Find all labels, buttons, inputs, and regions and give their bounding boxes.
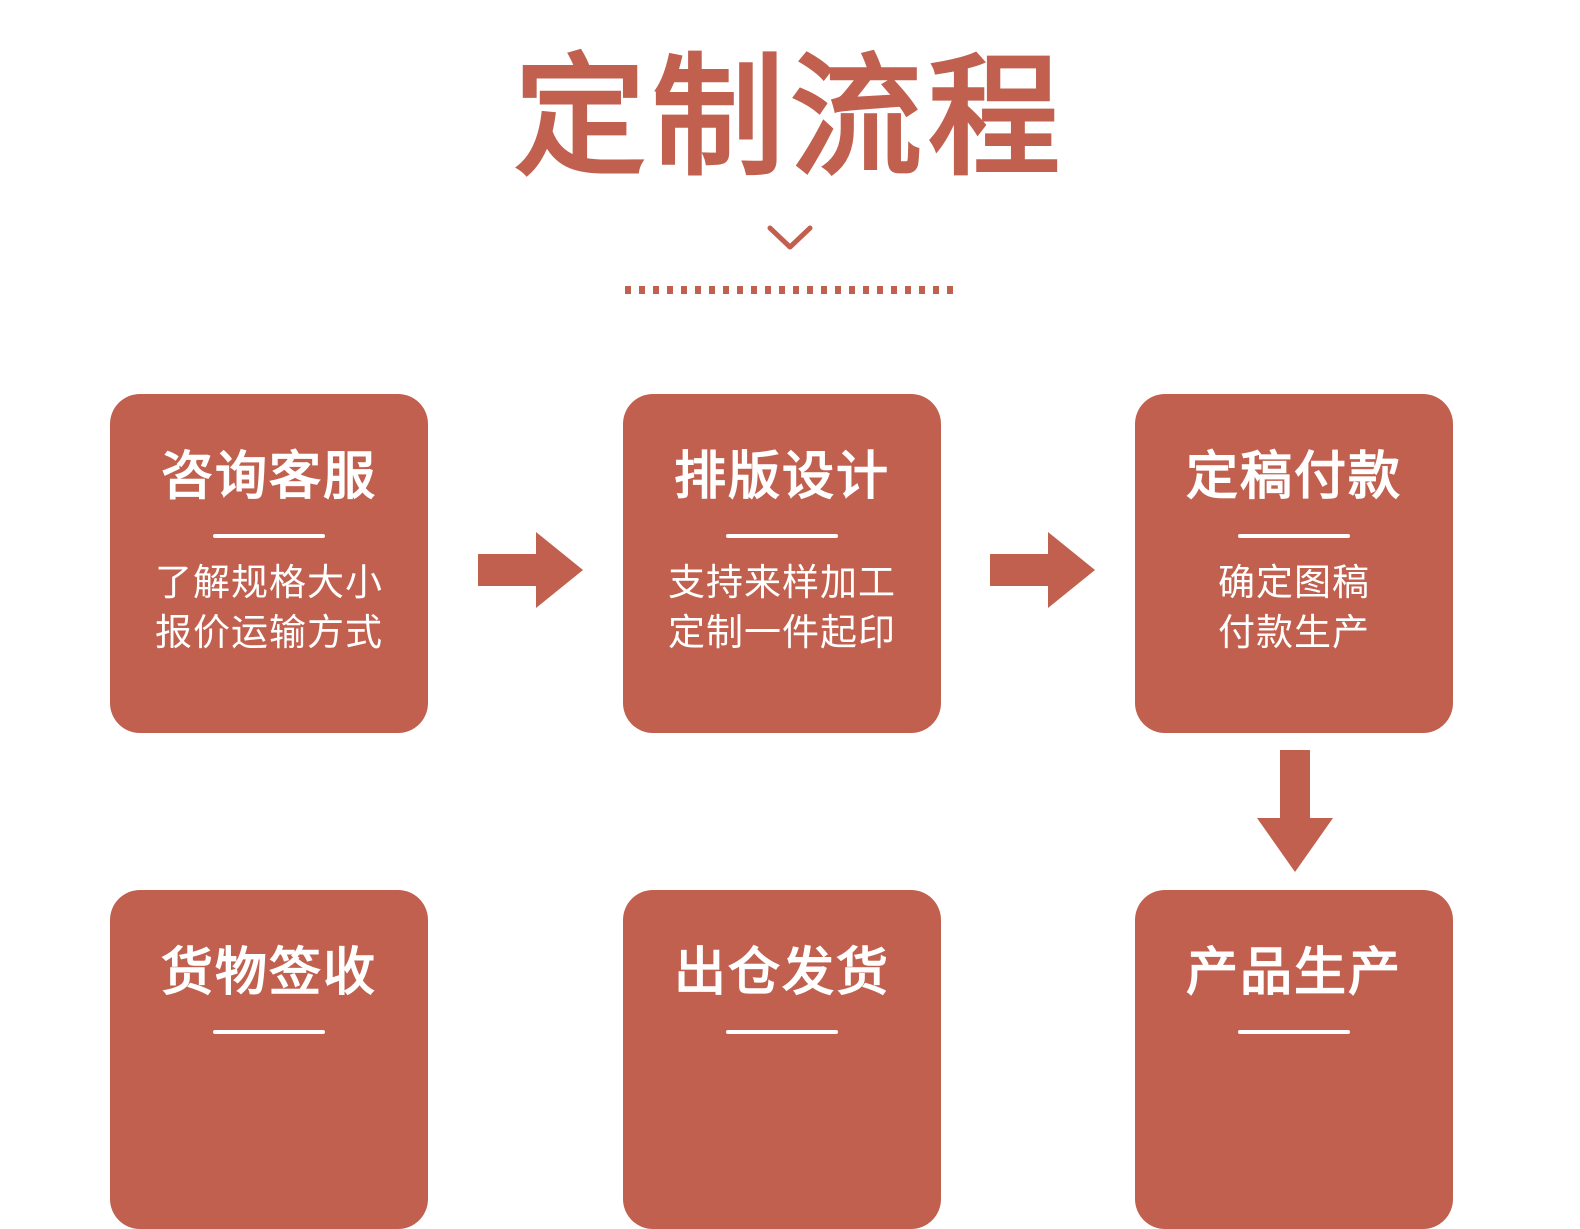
flow-step-description: 确定图稿 付款生产 [1135,558,1453,658]
flow-step-title: 出仓发货 [673,944,890,1002]
arrow-right-icon [990,530,1095,610]
flow-step-description: 了解规格大小 报价运输方式 [110,558,428,658]
flow-step-divider [726,1030,838,1034]
flow-step-title: 定稿付款 [1185,448,1402,506]
chevron-down-icon [767,224,813,252]
flow-step-title: 产品生产 [1185,944,1402,1002]
chevron-down-icon-wrap [0,214,1580,262]
flow-step-card-4[interactable]: 产品生产 [1135,890,1453,1229]
arrow-down-icon [1255,750,1335,872]
flow-step-card-5[interactable]: 出仓发货 [623,890,941,1229]
flow-step-title: 货物签收 [160,944,377,1002]
flow-step-description: 支持来样加工 定制一件起印 [623,558,941,658]
flow-step-card-6[interactable]: 货物签收 [110,890,428,1229]
flow-step-description-line: 确定图稿 [1218,562,1370,603]
flow-step-description-line: 支持来样加工 [668,562,896,603]
flow-step-title: 咨询客服 [160,448,377,506]
flow-step-description-line: 定制一件起印 [668,612,896,653]
page-header: 定制流程 [0,0,1580,330]
arrow-right-icon [478,530,583,610]
flow-step-divider [213,534,325,538]
flow-step-description-line: 了解规格大小 [155,562,383,603]
flow-step-divider [1238,534,1350,538]
flow-step-card-2[interactable]: 排版设计 支持来样加工 定制一件起印 [623,394,941,733]
flow-step-title: 排版设计 [673,448,890,506]
flow-step-divider [726,534,838,538]
process-flow: 咨询客服 了解规格大小 报价运输方式 排版设计 支持来样加工 定制一件起印 定稿… [110,394,1453,1229]
page-title: 定制流程 [514,45,1066,192]
flow-step-divider [213,1030,325,1034]
flow-step-description-line: 报价运输方式 [155,612,383,653]
flow-step-description-line: 付款生产 [1218,612,1370,653]
flow-step-card-1[interactable]: 咨询客服 了解规格大小 报价运输方式 [110,394,428,733]
flow-step-divider [1238,1030,1350,1034]
dotted-divider [625,286,955,294]
flow-step-card-3[interactable]: 定稿付款 确定图稿 付款生产 [1135,394,1453,733]
